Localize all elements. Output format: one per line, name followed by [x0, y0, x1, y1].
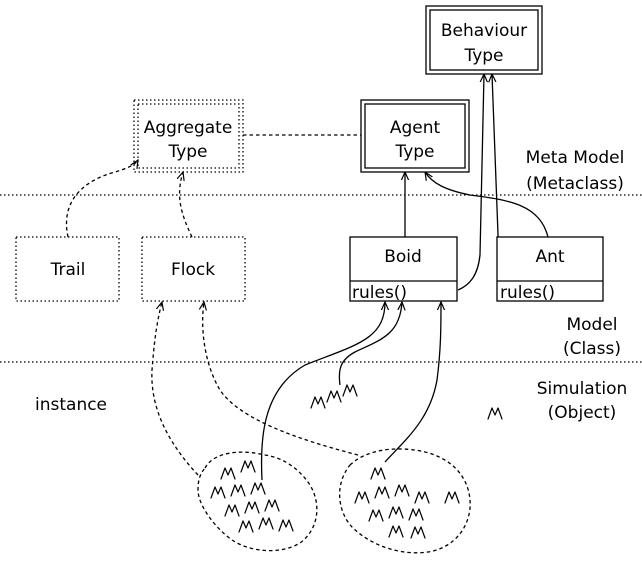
- aggregate-type-label-2: Type: [167, 142, 207, 162]
- ant-label: Ant: [535, 247, 564, 267]
- boid-glyph: [388, 525, 404, 538]
- boid-glyph: [370, 467, 386, 480]
- boid-glyphs: [210, 384, 503, 539]
- ant-rules-method: rules(): [500, 283, 555, 303]
- boid-glyph: [368, 509, 384, 522]
- layer-label-class: (Class): [563, 339, 621, 359]
- single-boid-instance-arrow: [338, 302, 402, 386]
- boid-glyph: [408, 508, 424, 521]
- trail-class[interactable]: Trail: [15, 236, 120, 302]
- boid-glyph: [310, 396, 326, 409]
- boid-rules-method: rules(): [352, 283, 407, 303]
- boid-glyph: [210, 486, 226, 499]
- agent-type-metaclass[interactable]: Agent Type: [360, 99, 470, 173]
- layer-label-metaclass: (Metaclass): [526, 174, 624, 194]
- behaviour-type-metaclass[interactable]: Behaviour Type: [425, 5, 543, 75]
- boid-glyph: [414, 491, 430, 504]
- boid-glyph: [238, 520, 254, 533]
- flock-instance-2-outline: [338, 448, 471, 554]
- boid-glyph: [250, 482, 266, 495]
- flock-to-aggregate-type-arrow: [180, 172, 193, 238]
- flock-label: Flock: [171, 260, 215, 280]
- aggregate-type-metaclass[interactable]: Aggregate Type: [133, 99, 244, 173]
- flock-instance-1-outline: [197, 451, 318, 552]
- layer-label-object: (Object): [548, 403, 617, 423]
- boid-glyph: [388, 506, 404, 519]
- boid-glyph: [258, 517, 274, 530]
- behaviour-type-label-2: Type: [463, 46, 503, 66]
- flock-class[interactable]: Flock: [141, 236, 246, 302]
- boid-glyph: [326, 390, 342, 403]
- agent-type-label-2: Type: [394, 142, 434, 162]
- boid-glyph: [224, 504, 240, 517]
- boid-glyph: [220, 467, 236, 480]
- flock1-instance-arrow: [151, 302, 199, 476]
- boid-glyph: [374, 486, 390, 499]
- boid-glyph: [278, 519, 294, 532]
- boid-label: Boid: [384, 247, 422, 267]
- boid-glyph: [444, 491, 460, 504]
- boid-glyph: [240, 460, 256, 473]
- boid-glyph: [244, 501, 260, 514]
- aggregate-type-label-1: Aggregate: [144, 118, 233, 138]
- trail-to-aggregate-type-arrow: [65, 160, 138, 238]
- boid-glyph: [394, 484, 410, 497]
- boid-glyph: [230, 484, 246, 497]
- boid-glyph: [342, 384, 358, 397]
- boid-glyph: [264, 499, 280, 512]
- behaviour-type-label-1: Behaviour: [441, 21, 527, 41]
- layer-label-simulation: Simulation: [537, 379, 628, 399]
- boid-glyph: [354, 491, 370, 504]
- agent-type-label-1: Agent: [390, 118, 441, 138]
- ant-to-agent-type-arrow: [425, 172, 549, 238]
- boid-rules-to-behaviour-arrow: [457, 74, 484, 291]
- trail-label: Trail: [50, 260, 86, 280]
- flock2-boid-instance-arrow: [384, 302, 441, 463]
- layer-label-model: Model: [566, 315, 617, 335]
- boid-glyph: [410, 526, 426, 539]
- boid-glyph: [487, 407, 503, 420]
- flock2-instance-arrow: [203, 302, 359, 456]
- ant-class[interactable]: Ant rules(): [496, 236, 604, 303]
- instance-annotation: instance: [35, 395, 107, 415]
- boid-class[interactable]: Boid rules(): [349, 236, 458, 303]
- flock1-boid-instance-arrow: [260, 302, 385, 481]
- layer-label-meta-model: Meta Model: [526, 148, 625, 168]
